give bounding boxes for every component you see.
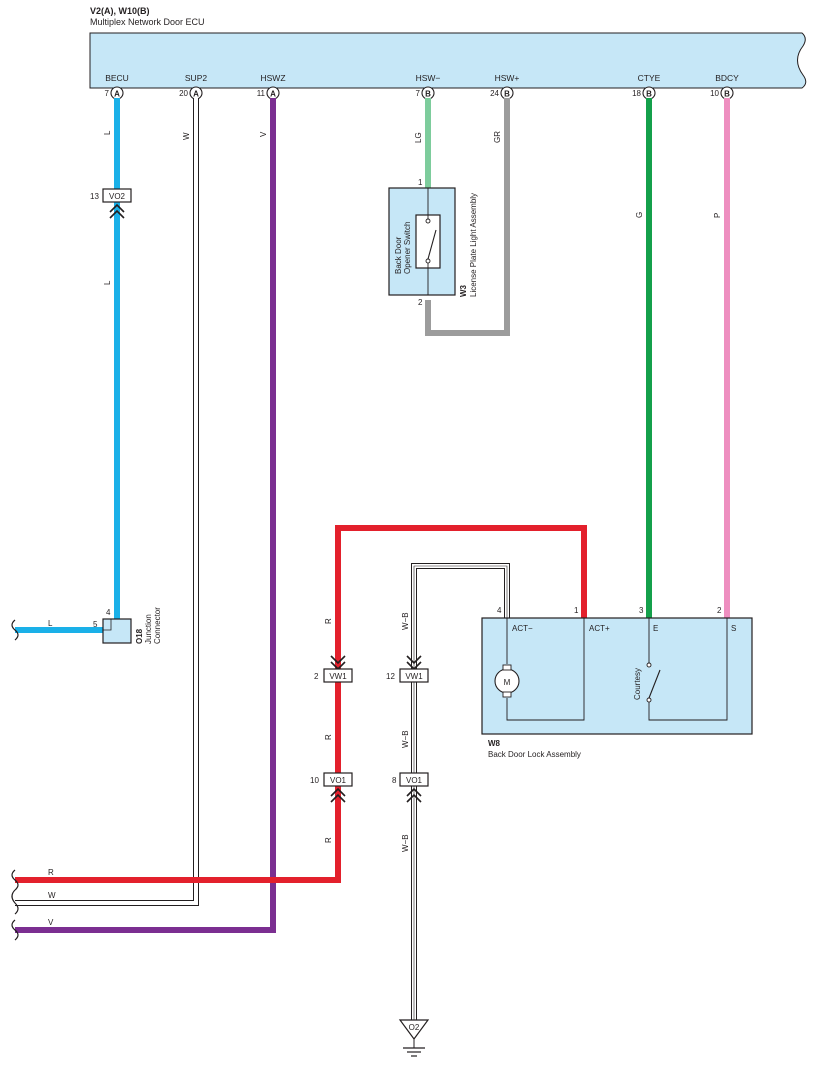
lock-w8: M Courtesy 4 1 3 2 ACT− ACT+ E S W8 Back… bbox=[481, 606, 753, 759]
label-left-r: R bbox=[48, 868, 54, 877]
switch-w3-inner-1: Back Door bbox=[394, 236, 403, 274]
label-hsw-minus: LG bbox=[414, 132, 423, 143]
connector-vo1-wb: VO1 8 bbox=[392, 772, 429, 803]
ecu-terminal-conn: A bbox=[193, 90, 199, 99]
left-break-marks bbox=[11, 619, 19, 941]
ecu-terminal-pin: 7 bbox=[105, 89, 110, 98]
ecu-code: V2(A), W10(B) bbox=[90, 6, 150, 16]
connector-vw1-wb: VW1 12 bbox=[386, 655, 429, 683]
ecu-terminal-pin: 20 bbox=[179, 89, 188, 98]
lock-w8-term-1: ACT− bbox=[512, 624, 533, 633]
lock-w8-term-4: S bbox=[731, 624, 736, 633]
connector-vo2-pin: 13 bbox=[90, 192, 99, 201]
wire-hsw-plus bbox=[425, 98, 510, 336]
lock-w8-name: Back Door Lock Assembly bbox=[488, 750, 581, 759]
label-left-w: W bbox=[48, 891, 56, 900]
lock-w8-term-3: E bbox=[653, 624, 658, 633]
ecu-terminal-pin: 18 bbox=[632, 89, 641, 98]
label-wb-lower: W−B bbox=[401, 834, 410, 852]
switch-w3-name: License Plate Light Assembly bbox=[469, 193, 478, 297]
switch-w3-code: W3 bbox=[459, 284, 468, 297]
ground-o2: O2 bbox=[398, 1019, 430, 1057]
connector-vw1-wb-pin: 12 bbox=[386, 672, 395, 681]
lock-w8-pin-4: 2 bbox=[717, 606, 722, 615]
switch-w3: 1 2 Back Door Opener Switch W3 License P… bbox=[388, 178, 478, 307]
ecu-terminal-pin: 10 bbox=[710, 89, 719, 98]
ecu-terminal-pin: 7 bbox=[416, 89, 421, 98]
junction-pin-top: 4 bbox=[106, 608, 111, 617]
label-hswz: V bbox=[259, 131, 268, 137]
lock-w8-pin-2: 1 bbox=[574, 606, 579, 615]
ecu-terminal-hsw: HSW+ 24 B bbox=[490, 73, 520, 100]
label-wb-upper: W−B bbox=[401, 612, 410, 630]
ecu-terminal-name: HSW− bbox=[416, 73, 441, 83]
lock-w8-pin-3: 3 bbox=[639, 606, 644, 615]
connector-vw1-r-label: VW1 bbox=[329, 672, 347, 681]
label-ctye: G bbox=[635, 212, 644, 218]
lock-w8-term-2: ACT+ bbox=[589, 624, 610, 633]
ecu-terminal-conn: A bbox=[270, 90, 276, 99]
ecu-terminal-conn: B bbox=[425, 90, 431, 99]
junction-name-1: Junction bbox=[144, 614, 153, 644]
ecu-terminal-pin: 11 bbox=[257, 89, 266, 98]
ecu-terminal-name: SUP2 bbox=[185, 73, 207, 83]
switch-w3-pin-top: 1 bbox=[418, 178, 423, 187]
label-hsw-plus: GR bbox=[493, 131, 502, 143]
wire-red bbox=[15, 525, 587, 883]
connector-vw1-wb-label: VW1 bbox=[405, 672, 423, 681]
label-becu-bottom: L bbox=[103, 280, 112, 285]
label-becu-top: L bbox=[103, 130, 112, 135]
label-left-l: L bbox=[48, 619, 53, 628]
junction-name-2: Connector bbox=[153, 607, 162, 644]
ecu-name: Multiplex Network Door ECU bbox=[90, 17, 205, 27]
ecu-terminal-conn: B bbox=[724, 90, 730, 99]
junction-code: O18 bbox=[135, 628, 144, 644]
connector-vo2-label: VO2 bbox=[109, 192, 126, 201]
lock-w8-courtesy: Courtesy bbox=[633, 668, 642, 700]
connector-vo1-r-label: VO1 bbox=[330, 776, 347, 785]
connector-vw1-r: VW1 2 bbox=[314, 655, 353, 683]
connector-vw1-r-pin: 2 bbox=[314, 672, 319, 681]
ecu-terminal-conn: A bbox=[114, 90, 120, 99]
ecu-terminal-name: HSW+ bbox=[495, 73, 520, 83]
wire-sup2 bbox=[15, 98, 198, 905]
connector-vo1-r-pin: 10 bbox=[310, 776, 319, 785]
junction-pin-left: 5 bbox=[93, 620, 98, 629]
label-left-v: V bbox=[48, 918, 54, 927]
ecu-terminal-name: BECU bbox=[105, 73, 129, 83]
wire-color-labels: L L W V LG GR G P R R R W−B W−B W−B L R … bbox=[48, 130, 722, 927]
ecu-terminal-name: BDCY bbox=[715, 73, 739, 83]
lock-w8-motor: M bbox=[504, 678, 511, 687]
ecu-box bbox=[89, 32, 807, 89]
switch-w3-inner-2: Opener Switch bbox=[403, 222, 412, 274]
ground-label: O2 bbox=[409, 1023, 420, 1032]
ecu-terminal-name: CTYE bbox=[638, 73, 661, 83]
label-wb-mid: W−B bbox=[401, 730, 410, 748]
wire-sup2-outline bbox=[15, 98, 199, 906]
connector-vo1-wb-label: VO1 bbox=[406, 776, 423, 785]
junction-connector-o18: 4 5 O18 Junction Connector bbox=[93, 607, 162, 644]
switch-w3-pin-bottom: 2 bbox=[418, 298, 423, 307]
label-sup2: W bbox=[182, 132, 191, 140]
wires bbox=[15, 98, 730, 1020]
ecu-terminal-hswz: HSWZ 11 A bbox=[257, 73, 286, 100]
label-bdcy: P bbox=[713, 213, 722, 218]
lock-w8-code: W8 bbox=[488, 739, 501, 748]
wire-wb-center bbox=[413, 565, 508, 1020]
ecu-terminal-conn: B bbox=[504, 90, 510, 99]
wire-hswz bbox=[15, 98, 276, 933]
connector-vo1-r: VO1 10 bbox=[310, 772, 353, 803]
connector-vo1-wb-pin: 8 bbox=[392, 776, 397, 785]
label-red-mid: R bbox=[324, 734, 333, 740]
connector-vo2: 13 VO2 bbox=[90, 188, 132, 219]
ecu-terminal-conn: B bbox=[646, 90, 652, 99]
lock-w8-pin-1: 4 bbox=[497, 606, 502, 615]
ecu-terminal-name: HSWZ bbox=[260, 73, 285, 83]
ecu-terminal-pin: 24 bbox=[490, 89, 499, 98]
label-red-lower: R bbox=[324, 837, 333, 843]
label-red-upper: R bbox=[324, 618, 333, 624]
